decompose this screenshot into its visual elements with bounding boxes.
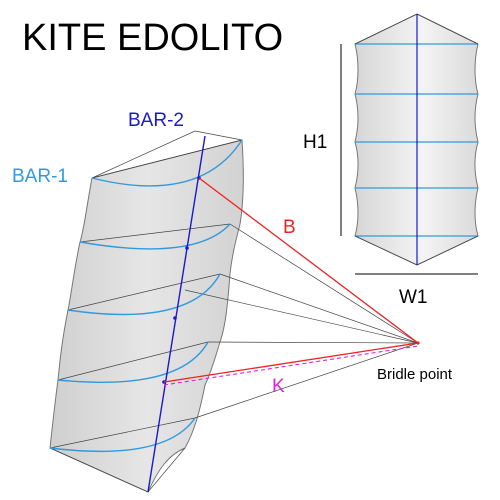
kite-front-view: [340, 13, 479, 275]
label-bridle-point: Bridle point: [377, 366, 453, 383]
title: KITE EDOLITO: [22, 17, 283, 59]
bar1-arcs: [49, 139, 243, 453]
bar2-spine: [147, 135, 206, 493]
label-bar2: BAR-2: [128, 110, 184, 131]
kite-3d: [49, 130, 419, 493]
keel-line-dashed: [163, 345, 419, 386]
bridle-point-marker: [416, 341, 420, 345]
label-keel-k: K: [272, 376, 285, 397]
label-bridle-b: B: [283, 217, 296, 238]
label-height: H1: [303, 132, 327, 153]
frame-lines: [49, 130, 419, 493]
spine-nodes: [162, 176, 201, 384]
keel-line: [163, 342, 419, 383]
kite-sail: [49, 139, 244, 493]
label-bar1: BAR-1: [12, 166, 68, 187]
bridle-line: [198, 177, 419, 344]
label-width: W1: [399, 287, 428, 308]
